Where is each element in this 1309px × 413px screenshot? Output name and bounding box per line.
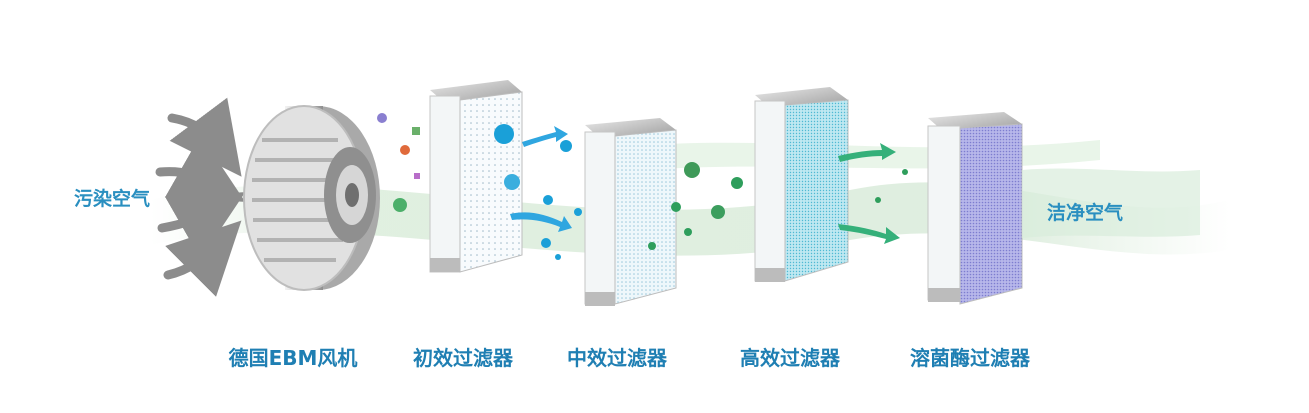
blue-arrow-icon bbox=[510, 126, 572, 232]
hepa-filter-panel bbox=[754, 87, 849, 282]
fan-icon bbox=[243, 105, 380, 291]
green-particles bbox=[648, 162, 908, 250]
stage-label-fan: 德国EBM风机 bbox=[228, 346, 358, 370]
pollutant-particles bbox=[377, 113, 420, 212]
stage-label-lysozyme-filter: 溶菌酶过滤器 bbox=[910, 346, 1030, 370]
medium-filter-panel bbox=[584, 118, 677, 306]
inlet-arrows-icon bbox=[155, 97, 246, 297]
stage-label-primary-filter: 初效过滤器 bbox=[413, 346, 513, 370]
stage-label-medium-filter: 中效过滤器 bbox=[567, 346, 667, 370]
clean-air-mist bbox=[1022, 168, 1200, 238]
polluted-air-label: 污染空气 bbox=[74, 188, 151, 210]
blue-particles bbox=[494, 124, 582, 260]
green-arrow-icon bbox=[838, 143, 900, 244]
clean-air-label: 洁净空气 bbox=[1047, 202, 1124, 224]
stage-label-hepa-filter: 高效过滤器 bbox=[740, 346, 840, 370]
lysozyme-filter-panel bbox=[927, 112, 1023, 305]
